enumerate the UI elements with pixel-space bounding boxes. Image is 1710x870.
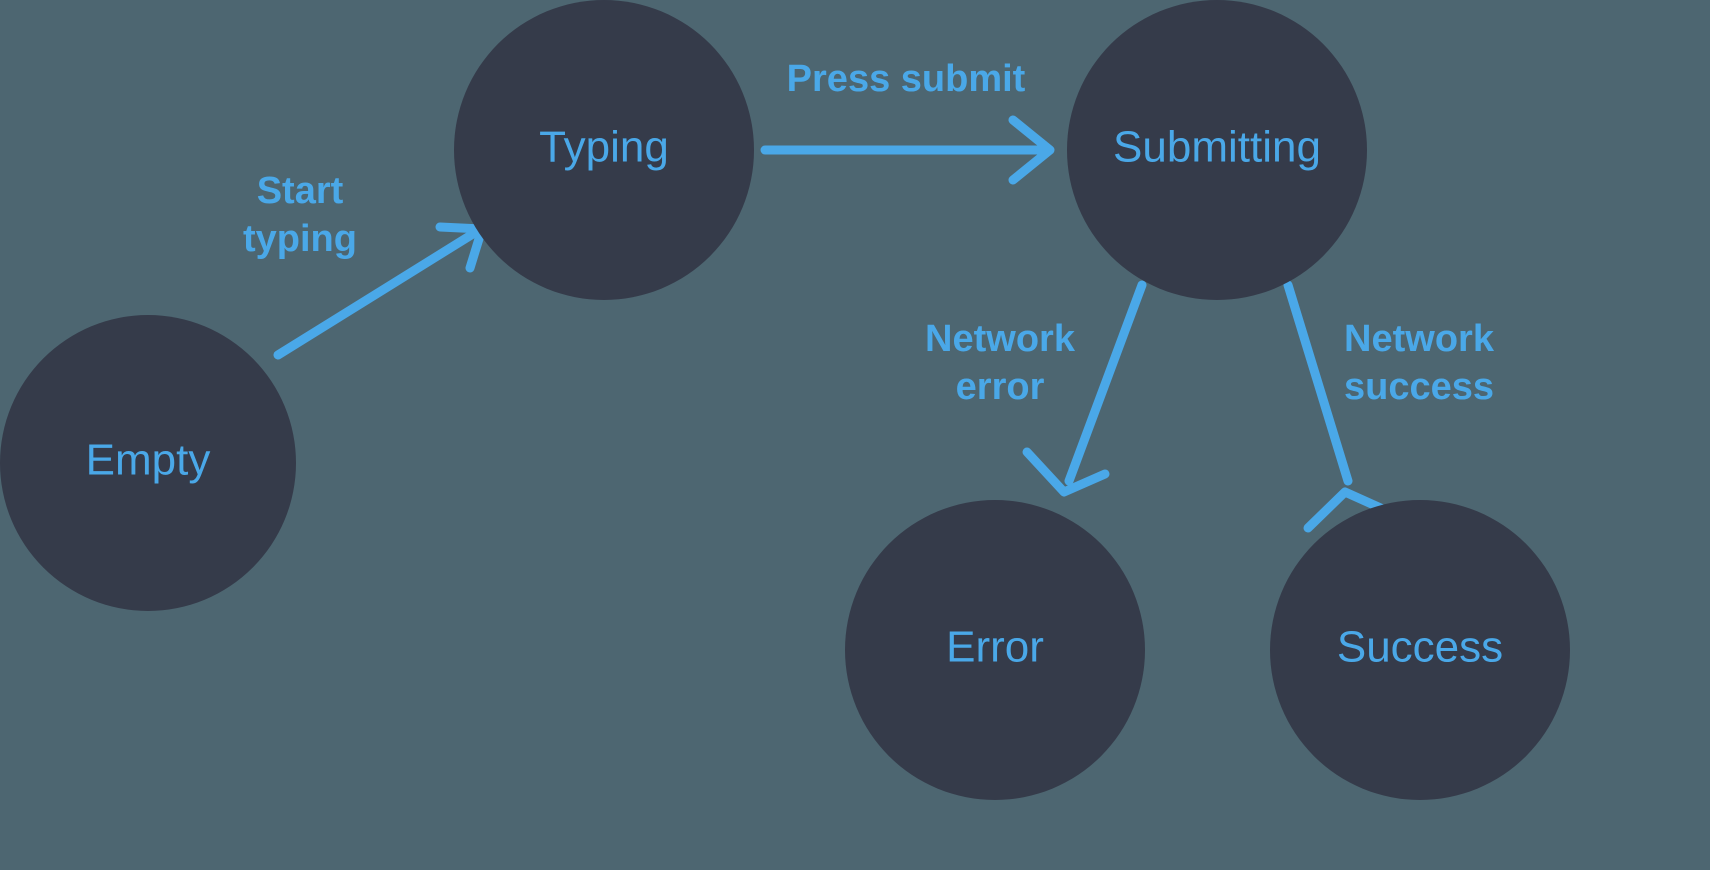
- transition-label-start-typing: Start typing: [243, 170, 357, 260]
- transition-press-submit[interactable]: [760, 115, 1055, 185]
- transition-network-error[interactable]: [1022, 280, 1147, 497]
- transition-label-network-error: Network error: [925, 318, 1076, 408]
- state-node-success-circle: [1270, 500, 1570, 800]
- state-node-submitting-label: Submitting: [1113, 123, 1321, 172]
- state-node-success[interactable]: Success: [1270, 500, 1570, 800]
- state-node-submitting-circle: [1067, 0, 1367, 300]
- transition-label-start-typing-line2: typing: [243, 218, 357, 260]
- transition-label-network-success-line1: Network: [1344, 318, 1495, 360]
- transition-label-network-error-line2: error: [956, 366, 1045, 408]
- state-node-success-label: Success: [1337, 623, 1503, 672]
- state-node-submitting[interactable]: Submitting: [1067, 0, 1367, 300]
- state-node-empty[interactable]: Empty: [0, 315, 296, 611]
- state-node-error-label: Error: [946, 623, 1044, 672]
- state-node-error[interactable]: Error: [845, 500, 1145, 800]
- transition-press-submit-arrowhead: [1008, 115, 1055, 185]
- state-node-typing-circle: [454, 0, 754, 300]
- transition-network-success-arrowhead: [1303, 487, 1390, 533]
- transition-label-network-error-line1: Network: [925, 318, 1076, 360]
- state-node-empty-label: Empty: [86, 436, 211, 485]
- transition-network-success[interactable]: [1283, 280, 1390, 533]
- state-node-typing-label: Typing: [539, 123, 669, 172]
- transition-label-press-submit-line1: Press submit: [787, 58, 1026, 100]
- transition-network-error-arrowhead: [1022, 447, 1110, 497]
- transition-network-success-line: [1283, 280, 1353, 486]
- transition-label-press-submit: Press submit: [787, 58, 1026, 100]
- transition-label-network-success: Network success: [1344, 318, 1495, 408]
- state-node-empty-circle: [0, 315, 296, 611]
- transition-label-network-success-line2: success: [1344, 366, 1494, 408]
- state-node-typing[interactable]: Typing: [454, 0, 754, 300]
- transition-label-start-typing-line1: Start: [257, 170, 344, 212]
- transition-start-typing-line: [273, 227, 481, 360]
- transition-network-error-line: [1064, 280, 1147, 486]
- state-node-error-circle: [845, 500, 1145, 800]
